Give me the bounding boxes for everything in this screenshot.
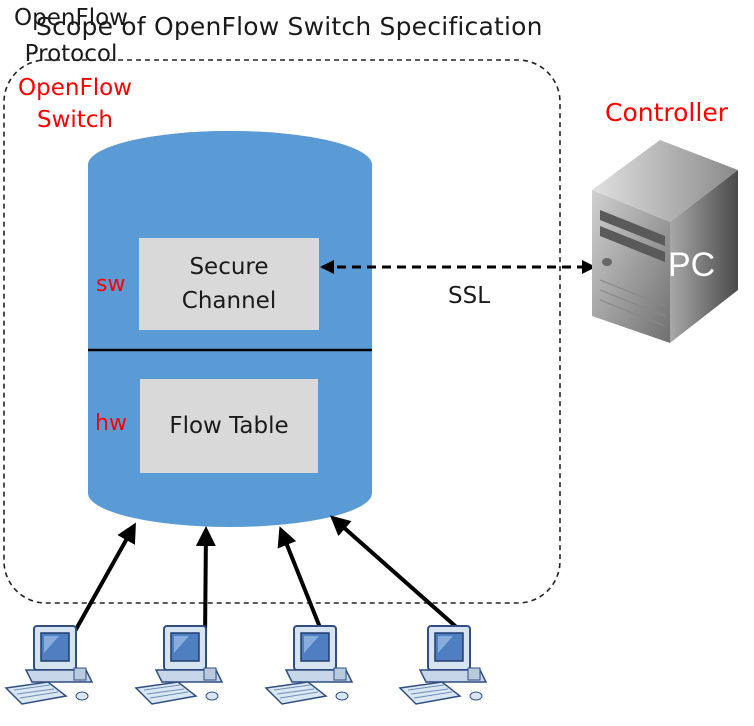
hardware-tag: hw (95, 411, 127, 436)
openflow-protocol-label: OpenFlow Protocol (0, 0, 142, 72)
host-arrow-3 (277, 526, 327, 641)
switch-label-line-1: OpenFlow (18, 75, 132, 101)
scope-title: Scope of OpenFlow Switch Specification (36, 12, 543, 41)
scope-boundary (3, 59, 561, 604)
controller-label: Controller (605, 98, 728, 127)
protocol-line-1: OpenFlow (14, 5, 128, 31)
host-arrow-1 (68, 522, 136, 641)
host-arrow-4 (330, 515, 464, 634)
host-arrow-2 (195, 526, 216, 641)
host-computer-icon-4 (399, 625, 487, 705)
switch-label-line-2: Switch (36, 107, 114, 133)
protocol-line-2: Protocol (24, 41, 118, 67)
pc-label: PC (668, 246, 715, 284)
ssl-label: SSL (448, 283, 491, 309)
openflow-protocol-link (320, 260, 596, 274)
host-computer-icon-1 (5, 625, 93, 705)
host-computer-icon-2 (135, 625, 223, 705)
secure-channel-box: Secure Channel (139, 238, 319, 330)
flow-table-label: Flow Table (169, 413, 289, 439)
controller-pc-icon (592, 140, 738, 343)
software-tag: sw (96, 272, 126, 297)
host-to-switch-arrows (68, 515, 464, 641)
host-computer-icon-3 (265, 625, 353, 705)
flow-table-box: Flow Table (140, 379, 318, 473)
openflow-switch-label: OpenFlow Switch (0, 72, 150, 136)
secure-channel-line-1: Secure (189, 254, 269, 280)
secure-channel-line-2: Channel (181, 288, 277, 314)
